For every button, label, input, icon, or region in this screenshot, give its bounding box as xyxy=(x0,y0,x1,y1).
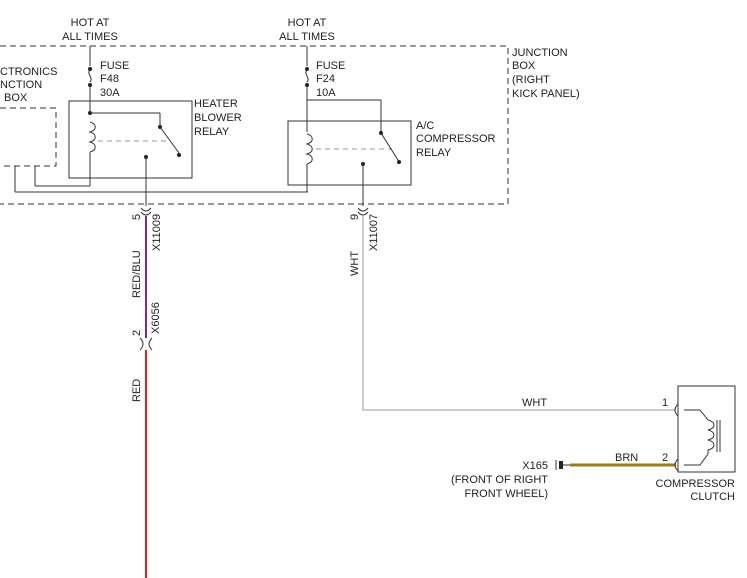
heater-relay-label-2: BLOWER xyxy=(194,112,242,124)
hot-label-left-1: HOT AT xyxy=(71,17,110,29)
junction-box-label-3: (RIGHT xyxy=(512,74,550,86)
fuse-f24-word: FUSE xyxy=(316,60,345,72)
fuse-f24-id: F24 xyxy=(316,73,335,85)
heater-coil-icon xyxy=(88,121,96,153)
ac-compressor-relay-box xyxy=(287,120,412,186)
x6056-pin: 2 xyxy=(131,330,143,336)
junction-box-outline xyxy=(0,45,509,205)
x11009-pin: 5 xyxy=(131,214,143,220)
fuse-f48-word: FUSE xyxy=(100,60,129,72)
heater-blower-relay-box xyxy=(68,100,193,179)
x11007-pin: 9 xyxy=(349,214,361,220)
junction-box-label-4: KICK PANEL) xyxy=(512,88,580,100)
clutch-pin-2: 2 xyxy=(662,452,668,464)
clutch-pin1-connector-icon xyxy=(674,403,679,417)
junction-box-label-2: BOX xyxy=(512,60,536,72)
red-blu-wire-label: RED/BLU xyxy=(131,250,143,298)
compressor-clutch-label-1: COMPRESSOR xyxy=(656,478,736,490)
fuse-f48-rating: 30A xyxy=(100,87,120,99)
heater-switch-blade xyxy=(159,126,180,154)
x11009-connector-icon xyxy=(140,207,152,216)
electronics-box-label-1: CTRONICS xyxy=(0,66,57,78)
ground-location-2: FRONT WHEEL) xyxy=(464,488,548,500)
hot-label-left-2: ALL TIMES xyxy=(62,31,118,43)
clutch-internal-wire-2 xyxy=(684,453,709,466)
x6056-id: X6056 xyxy=(150,302,162,334)
x11007-connector-icon xyxy=(357,207,369,216)
junction-box-label-1: JUNCTION xyxy=(512,47,568,59)
ground-id: X165 xyxy=(522,460,548,472)
fuse-f24-rating: 10A xyxy=(316,87,336,99)
red-wire-label: RED xyxy=(131,379,143,402)
ground-location-1: (FRONT OF RIGHT xyxy=(451,474,548,486)
ac-switch-contact xyxy=(397,160,401,164)
wht-wire xyxy=(362,216,676,411)
electronics-box-label-2: NCTION xyxy=(0,79,42,91)
heater-relay-label-3: RELAY xyxy=(194,126,230,138)
clutch-pin-1: 1 xyxy=(662,397,668,409)
fuse-f48-id: F48 xyxy=(100,73,119,85)
brn-wire-label: BRN xyxy=(615,452,638,464)
wht-wire-horizontal-label: WHT xyxy=(522,397,547,409)
fuse-f48-symbol xyxy=(88,67,92,87)
hot-label-right-2: ALL TIMES xyxy=(279,31,335,43)
x6056-connector-icon xyxy=(139,337,153,351)
ac-coil-icon xyxy=(305,133,313,165)
heater-relay-label-1: HEATER xyxy=(194,98,238,110)
clutch-internal-wire-1 xyxy=(684,409,709,421)
electronics-box-label-3: BOX xyxy=(4,92,28,104)
ac-relay-label-1: A/C xyxy=(416,120,434,132)
ac-relay-label-3: RELAY xyxy=(416,147,452,159)
x11009-id: X11009 xyxy=(151,214,163,251)
ac-relay-label-2: COMPRESSOR xyxy=(416,133,496,145)
clutch-coil-icon xyxy=(707,419,715,454)
ground-symbol-icon xyxy=(555,460,570,470)
ac-switch-blade xyxy=(380,132,399,161)
clutch-pin2-connector-icon xyxy=(674,458,679,472)
wht-wire-vertical-label: WHT xyxy=(349,251,361,276)
heater-switch-contact xyxy=(177,153,181,157)
compressor-clutch-label-2: CLUTCH xyxy=(690,491,735,503)
fuse-f24-symbol xyxy=(305,67,309,87)
electronics-box-outline xyxy=(0,107,57,167)
hot-label-right-1: HOT AT xyxy=(288,17,327,29)
x11007-id: X11007 xyxy=(368,214,380,251)
compressor-clutch-box xyxy=(677,385,736,473)
